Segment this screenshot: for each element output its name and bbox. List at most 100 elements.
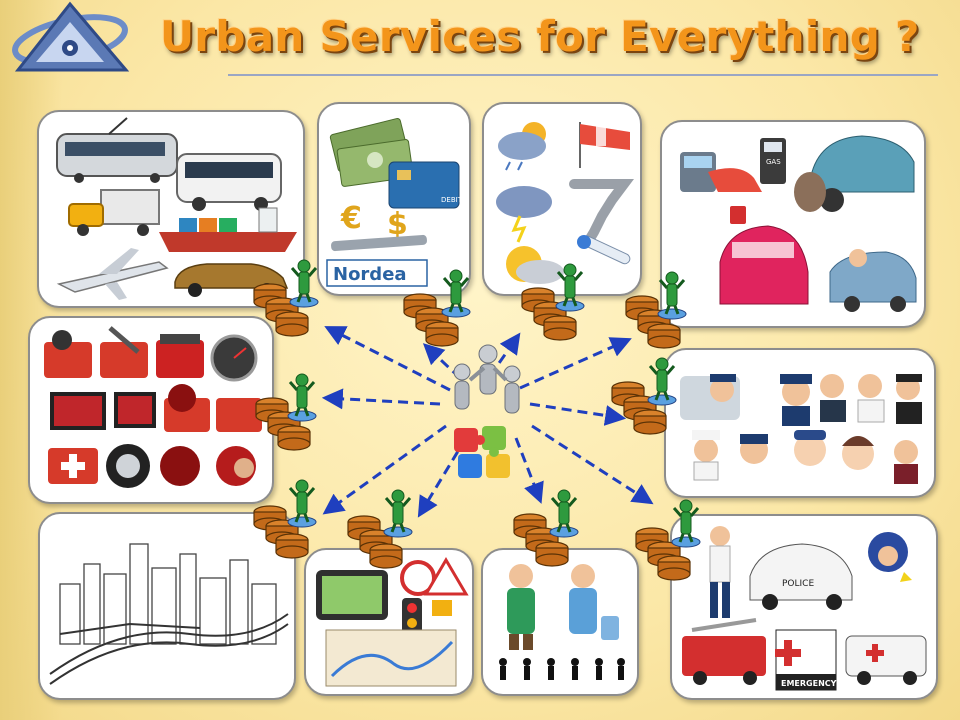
road-sign-icon bbox=[400, 557, 469, 616]
database-icon bbox=[277, 425, 311, 451]
emergency-label: EMERGENCY bbox=[781, 679, 837, 688]
sun-cloud-icon bbox=[506, 246, 564, 284]
euro-dollar-icon: € $ bbox=[331, 201, 427, 252]
tram-icon bbox=[56, 117, 178, 183]
agent-icon bbox=[382, 488, 414, 539]
people-team-icon bbox=[453, 344, 521, 414]
rain-cloud-icon bbox=[498, 122, 546, 171]
database-icon bbox=[275, 311, 309, 337]
puzzle-pieces-icon bbox=[454, 426, 510, 478]
pilot-icon bbox=[896, 374, 922, 424]
elderly-traveler-icon bbox=[569, 564, 619, 640]
car-icon bbox=[174, 263, 289, 297]
truck-icon bbox=[68, 189, 160, 236]
database-stack-icon bbox=[253, 283, 691, 581]
agent-icon bbox=[286, 372, 318, 423]
database-icon bbox=[635, 527, 669, 553]
ambulance-icon bbox=[845, 635, 927, 685]
svg-text:$: $ bbox=[387, 207, 408, 242]
database-icon bbox=[403, 293, 437, 319]
film-reel-folder-icon bbox=[44, 330, 92, 378]
triangle-eye-logo-icon bbox=[12, 1, 130, 72]
database-icon bbox=[543, 315, 577, 341]
map-icon bbox=[325, 629, 457, 687]
police-officer-icon bbox=[780, 374, 812, 426]
gps-navigator-icon bbox=[316, 570, 388, 620]
windsock-icon bbox=[579, 122, 630, 168]
credit-card-icon: DEBIT bbox=[388, 161, 463, 209]
chef-icon bbox=[692, 430, 768, 481]
fuel-pump-icon: GAS bbox=[730, 138, 786, 224]
arrow-to-weather bbox=[488, 332, 521, 377]
page-title: Urban Services for Everything ? bbox=[160, 12, 920, 61]
arrow-to-media-tools bbox=[321, 388, 441, 410]
thermometer-icon bbox=[577, 235, 631, 265]
first-aid-kit-icon bbox=[48, 448, 98, 484]
database-icon bbox=[533, 301, 567, 327]
car-repair-icon bbox=[794, 135, 915, 212]
panel-car-services: GAS bbox=[660, 120, 926, 328]
database-icon bbox=[415, 307, 449, 333]
police-car-icon: POLICE bbox=[749, 543, 853, 610]
panel-transport bbox=[37, 110, 305, 308]
tornado-icon bbox=[569, 179, 634, 247]
panel-city bbox=[38, 512, 296, 700]
monitor-icon bbox=[50, 392, 156, 430]
car-wash-icon bbox=[719, 225, 917, 312]
database-icon bbox=[623, 395, 657, 421]
svg-text:€: € bbox=[340, 201, 362, 236]
database-icon bbox=[625, 295, 659, 321]
database-icon bbox=[611, 381, 645, 407]
highway-icon bbox=[49, 613, 289, 685]
storm-cloud-icon bbox=[496, 186, 552, 243]
arrow-to-city bbox=[322, 424, 447, 515]
driver-icon bbox=[680, 374, 740, 420]
police-cartoon-icon bbox=[868, 532, 912, 582]
scanner-icon bbox=[156, 334, 204, 378]
panel-navigation bbox=[304, 548, 474, 696]
airplane-icon bbox=[56, 248, 169, 300]
globe-folder-icon bbox=[164, 384, 262, 432]
database-icon bbox=[633, 409, 667, 435]
gauge-icon bbox=[210, 334, 258, 382]
brand-logo-text: Nordea bbox=[333, 264, 407, 285]
wheel-icon bbox=[106, 444, 150, 488]
database-icon bbox=[513, 513, 547, 539]
arrow-to-finance bbox=[422, 343, 462, 380]
elderly-man-icon bbox=[507, 564, 535, 650]
agent-icon bbox=[548, 488, 580, 539]
panel-finance: DEBIT € $ Nordea bbox=[317, 102, 471, 296]
fire-truck-icon bbox=[682, 618, 766, 685]
title-underline bbox=[228, 74, 938, 76]
database-icon bbox=[647, 323, 681, 349]
cargo-ship-icon bbox=[159, 207, 297, 252]
robot-agent-icon bbox=[286, 258, 702, 549]
child-icon bbox=[794, 430, 918, 484]
bus-icon bbox=[176, 153, 282, 211]
traffic-police-icon bbox=[709, 526, 731, 618]
panel-elderly bbox=[481, 548, 639, 696]
support-agent-icon bbox=[160, 446, 256, 486]
hub-arrows bbox=[321, 326, 654, 518]
panel-emergency: POLICE EMERGENCY bbox=[670, 514, 938, 700]
arrow-to-elderly bbox=[514, 437, 544, 504]
arrow-to-navigation bbox=[417, 437, 468, 518]
arrow-to-transport bbox=[324, 326, 451, 392]
panel-weather bbox=[482, 102, 642, 296]
arrow-to-professions bbox=[529, 402, 627, 426]
database-icon bbox=[425, 321, 459, 347]
people-silhouettes-icon bbox=[499, 658, 625, 680]
panel-media-tools bbox=[28, 316, 274, 504]
doctor-icon bbox=[857, 374, 885, 423]
tools-folder-icon bbox=[100, 326, 148, 378]
arrow-to-emergency bbox=[531, 424, 654, 505]
emergency-sign-icon: EMERGENCY bbox=[775, 629, 837, 691]
panel-professions bbox=[664, 348, 936, 498]
card-text: DEBIT bbox=[441, 196, 463, 204]
police-label: POLICE bbox=[782, 579, 814, 589]
database-icon bbox=[347, 515, 381, 541]
arrow-to-car-services bbox=[519, 337, 632, 390]
businessman-icon bbox=[820, 374, 846, 422]
pump-label: GAS bbox=[766, 158, 781, 166]
